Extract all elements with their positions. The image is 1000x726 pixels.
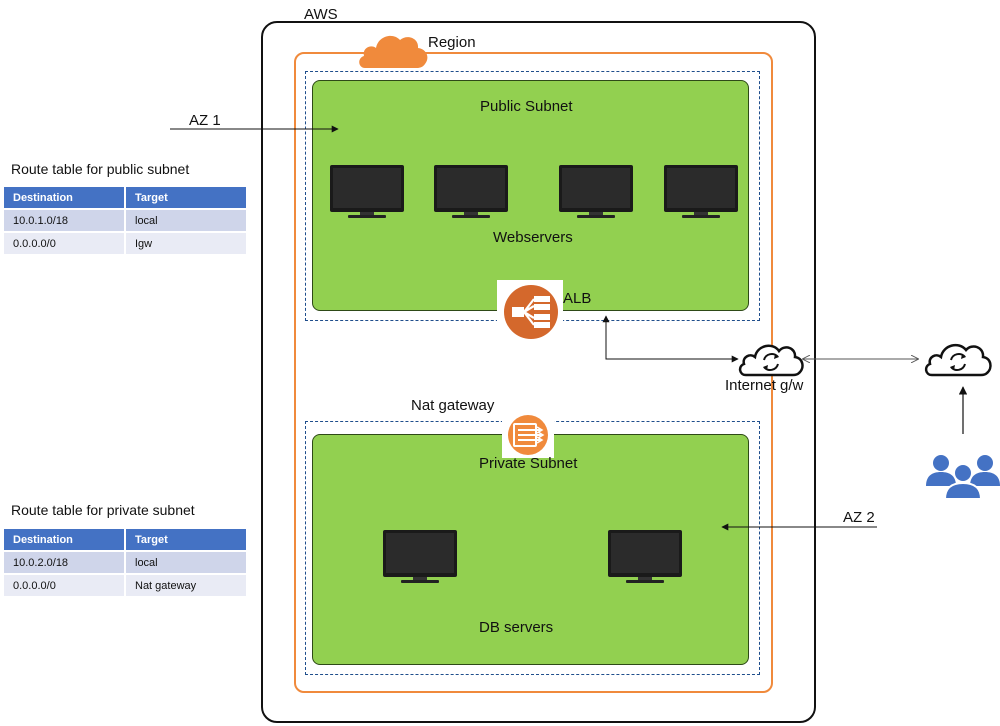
public-subnet-label: Public Subnet — [480, 98, 573, 115]
table-cell: local — [126, 552, 246, 573]
region-label: Region — [428, 34, 476, 51]
internet-cloud-icon — [924, 343, 992, 377]
table-cell: 0.0.0.0/0 — [4, 575, 124, 596]
table-row: 0.0.0.0/0 Igw — [4, 233, 246, 254]
table-cell: Nat gateway — [126, 575, 246, 596]
table-header: Destination — [4, 529, 124, 550]
webserver-monitor-icon — [330, 165, 404, 218]
alb-label: ALB — [563, 290, 592, 307]
aws-cloud-boundary — [261, 21, 816, 723]
public-route-table-title: Route table for public subnet — [11, 161, 190, 177]
table-header: Target — [126, 529, 246, 550]
alb-to-igw-connector — [602, 315, 739, 363]
region-cloud-icon — [359, 35, 428, 68]
internet-gateway-label: Internet g/w — [725, 377, 804, 394]
private-route-table-title: Route table for private subnet — [11, 502, 195, 518]
db-server-monitor-icon — [383, 530, 457, 583]
table-cell: Igw — [126, 233, 246, 254]
table-cell: 10.0.2.0/18 — [4, 552, 124, 573]
table-cell: 0.0.0.0/0 — [4, 233, 124, 254]
private-subnet-label: Private Subnet — [479, 455, 578, 472]
webserver-monitor-icon — [434, 165, 508, 218]
load-balancer-icon — [504, 285, 558, 339]
table-header: Destination — [4, 187, 124, 208]
az1-label: AZ 1 — [189, 112, 221, 129]
webservers-label: Webservers — [493, 229, 573, 246]
table-row: 0.0.0.0/0 Nat gateway — [4, 575, 246, 596]
private-route-table: Destination Target 10.0.2.0/18 local 0.0… — [2, 527, 248, 598]
webserver-monitor-icon — [559, 165, 633, 218]
table-row: 10.0.1.0/18 local — [4, 210, 246, 231]
table-cell: local — [126, 210, 246, 231]
webserver-monitor-icon — [664, 165, 738, 218]
aws-label: AWS — [304, 6, 338, 23]
az2-label: AZ 2 — [843, 509, 875, 526]
nat-gateway-icon — [508, 415, 548, 455]
internet-gateway-cloud-icon — [738, 344, 804, 377]
table-row: 10.0.2.0/18 local — [4, 552, 246, 573]
users-icon — [926, 455, 1000, 500]
table-cell: 10.0.1.0/18 — [4, 210, 124, 231]
db-servers-label: DB servers — [479, 619, 554, 636]
table-header: Target — [126, 187, 246, 208]
nat-gateway-label: Nat gateway — [411, 397, 495, 414]
public-route-table: Destination Target 10.0.1.0/18 local 0.0… — [2, 185, 248, 256]
db-server-monitor-icon — [608, 530, 682, 583]
